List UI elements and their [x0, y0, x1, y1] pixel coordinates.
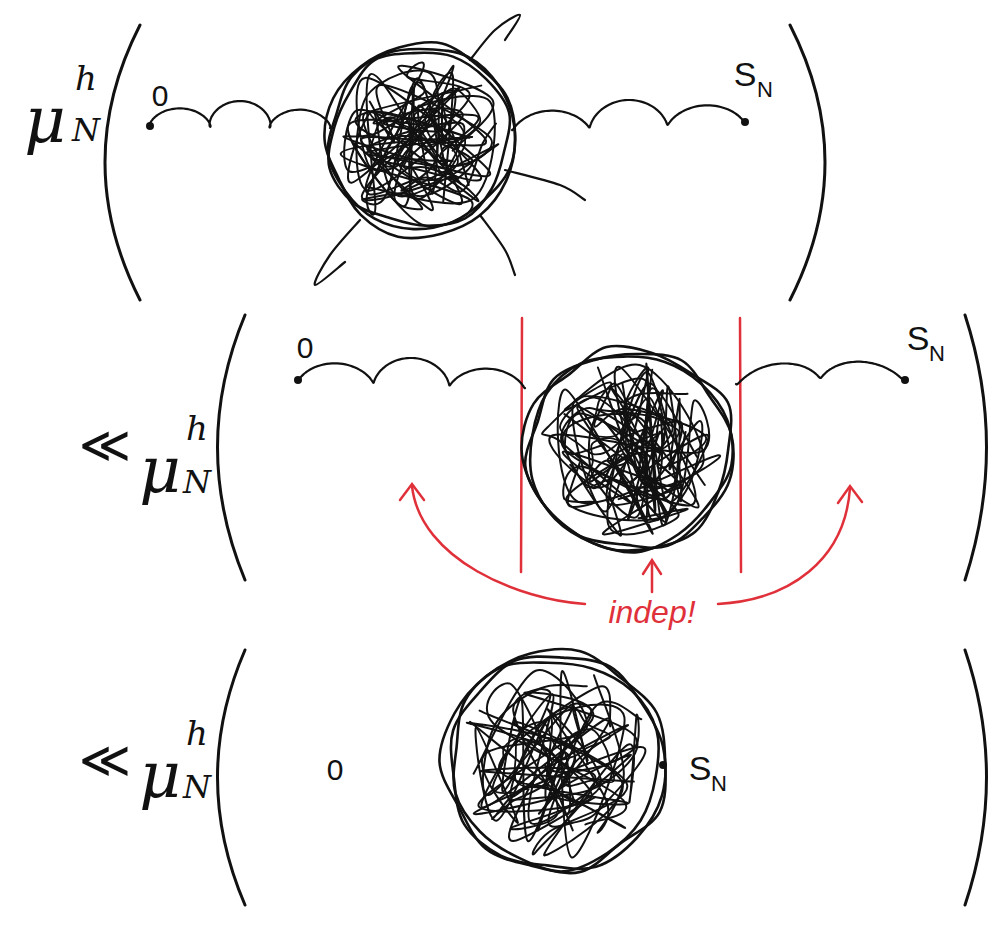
origin-label: 0 — [152, 81, 169, 111]
parentheses — [105, 25, 987, 905]
subscript: N — [183, 771, 211, 803]
measure-symbol: μ — [139, 743, 181, 807]
origin-label: 0 — [297, 333, 314, 363]
scribble-stroke — [324, 42, 515, 238]
measure-symbol: μ — [24, 88, 66, 152]
scribble-stroke — [439, 649, 665, 873]
scribble-stroke — [480, 215, 515, 275]
scribble-stroke — [357, 70, 495, 203]
endpoint-subscript: N — [757, 79, 773, 101]
scribble-stroke — [425, 88, 480, 142]
superscript: h — [186, 716, 208, 750]
subscript: N — [183, 466, 211, 498]
scribble-stroke — [328, 53, 510, 226]
superscript: h — [186, 411, 208, 445]
scribble-stroke — [315, 220, 360, 285]
scribble-stroke — [530, 357, 733, 553]
scribble-stroke — [328, 49, 515, 229]
endpoint-label: S — [734, 57, 757, 91]
endpoint-dots — [146, 118, 909, 769]
scribble-stroke — [397, 141, 458, 180]
endpoint-subscript: N — [711, 773, 727, 795]
superscript: h — [75, 61, 97, 95]
scribble-stroke — [512, 100, 745, 130]
scribble-stroke — [470, 683, 626, 828]
scribble-stroke — [585, 438, 646, 487]
measure-symbol: μ — [139, 438, 181, 502]
scribble-stroke — [736, 362, 905, 385]
scribble-stroke — [419, 117, 466, 175]
scribble-stroke — [470, 15, 520, 60]
scribble-stroke — [150, 101, 331, 128]
scribble-stroke — [454, 662, 659, 871]
endpoint-subscript: N — [929, 343, 945, 365]
endpoint-label: S — [907, 321, 930, 355]
scribble-stroke — [505, 170, 585, 200]
scribble-stroke — [592, 383, 641, 437]
subscript: N — [72, 114, 100, 146]
scribble-stroke — [451, 657, 665, 869]
annotation: indep! — [608, 596, 695, 628]
much-less-than: ≪ — [79, 420, 131, 470]
tangled-path — [150, 15, 906, 873]
scribble-stroke — [563, 388, 708, 535]
scribble-stroke — [560, 398, 628, 455]
much-less-than: ≪ — [79, 735, 131, 785]
origin-label: 0 — [327, 755, 344, 785]
endpoint-label: S — [689, 751, 712, 785]
scribble-stroke — [626, 397, 679, 453]
scribble-stroke — [542, 365, 703, 522]
scribble-stroke — [298, 358, 525, 388]
scribble-stroke — [515, 722, 570, 787]
scribble-stroke — [370, 117, 420, 167]
scribble-stroke — [478, 704, 633, 855]
scribble-stroke — [566, 729, 614, 786]
red-separators — [400, 318, 862, 604]
